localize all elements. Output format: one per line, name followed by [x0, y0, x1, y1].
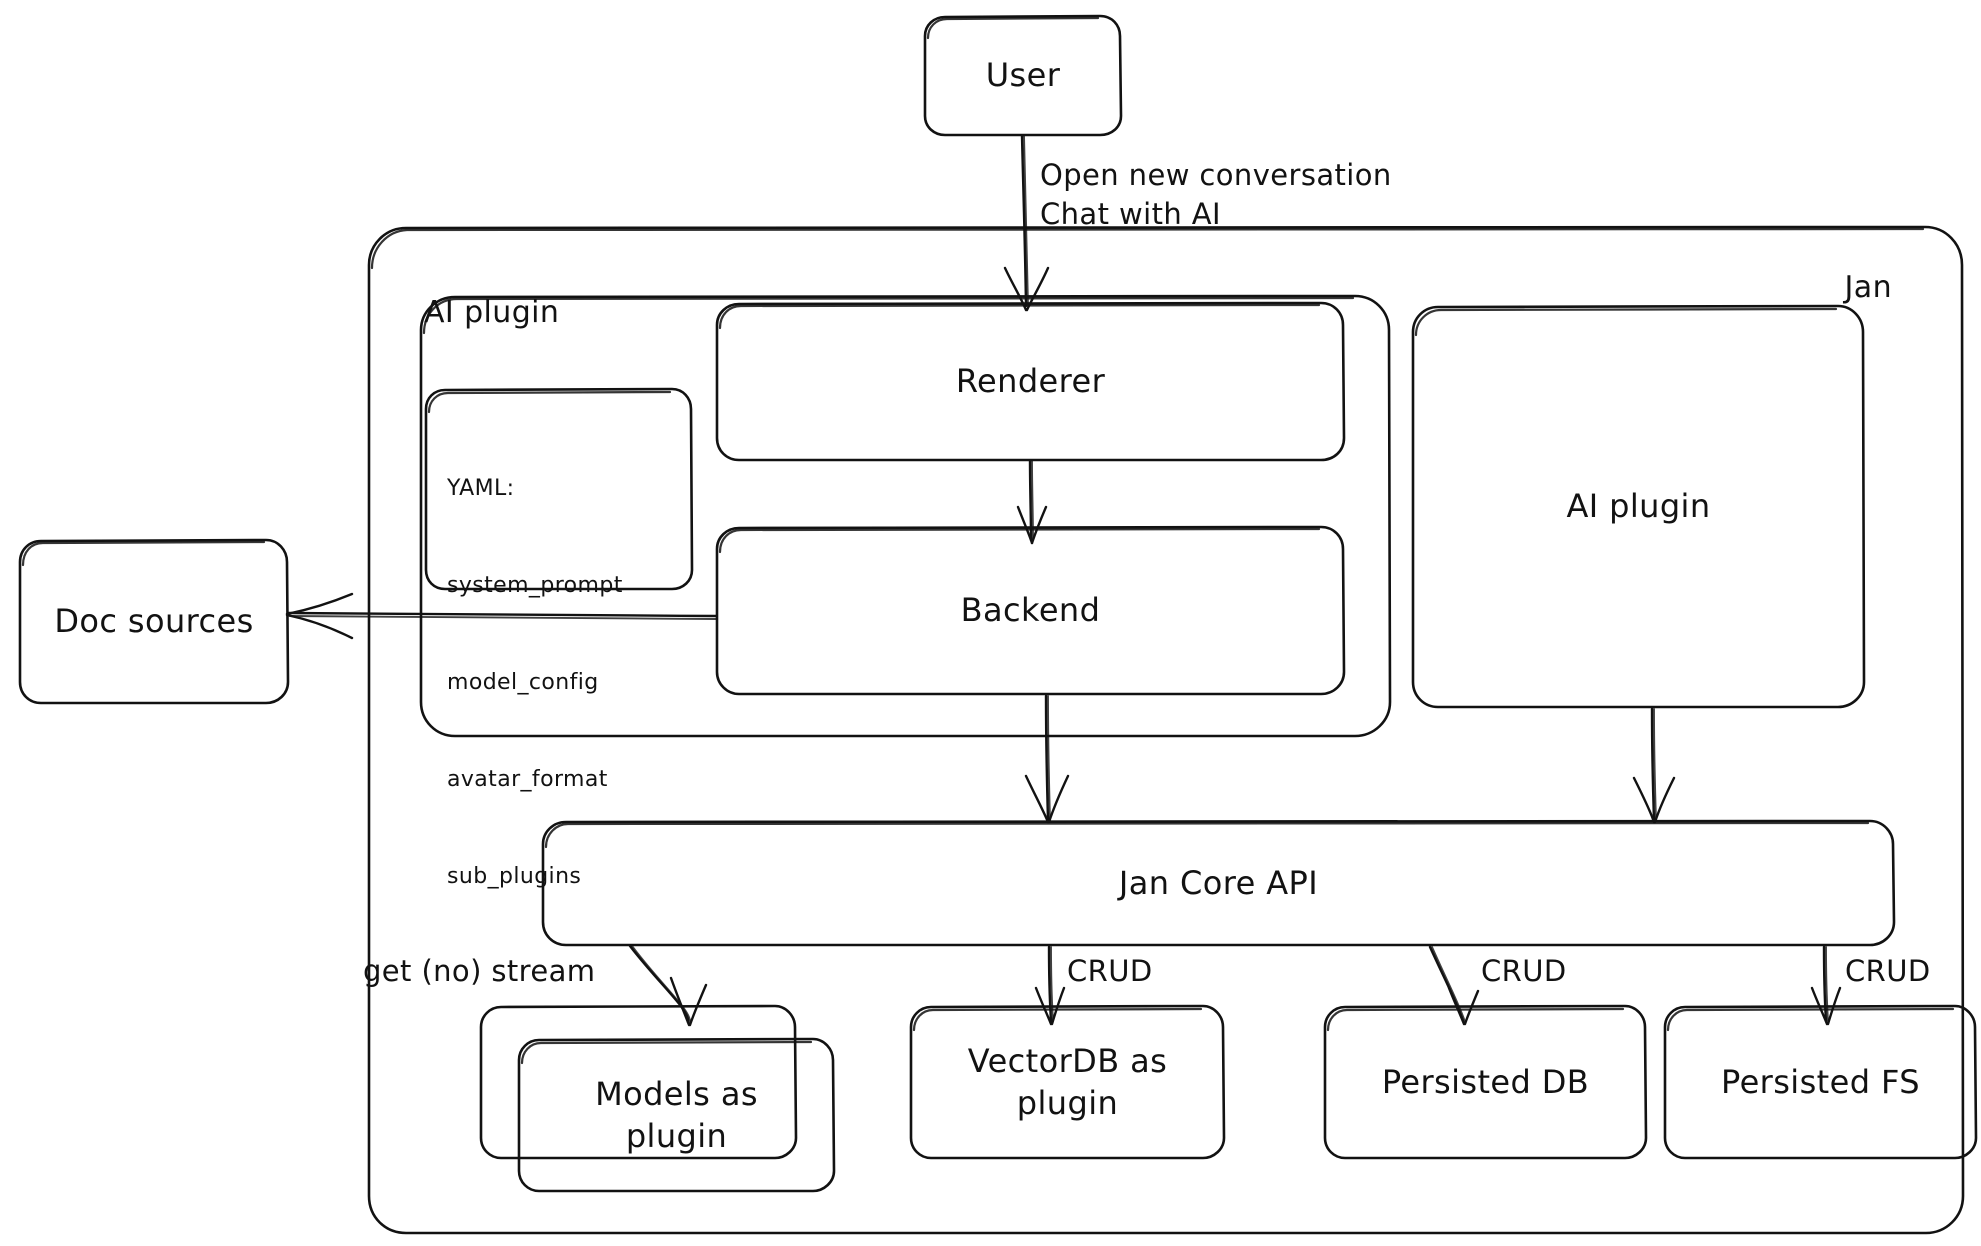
yaml-header: YAML:	[447, 475, 515, 501]
yaml-key-2: avatar_format	[447, 766, 608, 792]
edge-label-crud-persisted-fs: CRUD	[1845, 954, 1931, 988]
node-backend-label[interactable]: Backend	[960, 591, 1101, 630]
edge-label-crud-vectordb: CRUD	[1067, 954, 1153, 988]
node-renderer-shape	[715, 301, 1346, 462]
node-persisted-fs-label[interactable]: Persisted FS	[1721, 1062, 1920, 1101]
node-vectordb-plugin-shape	[909, 1004, 1226, 1160]
node-persisted-db-shape	[1323, 1004, 1648, 1160]
edge-ai-plugin-to-core-api	[1632, 707, 1676, 824]
yaml-key-1: model_config	[447, 669, 599, 695]
edge-label-line-1: Open new conversation Chat with AI	[1040, 158, 1392, 232]
node-doc-sources-shape	[18, 538, 290, 705]
container-jan-shape	[367, 225, 1965, 1235]
yaml-key-0: system_prompt	[447, 572, 623, 598]
node-ai-plugin-right-label[interactable]: AI plugin	[1566, 487, 1711, 526]
node-ai-plugin-right-shape	[1411, 304, 1866, 709]
node-renderer-label[interactable]: Renderer	[955, 362, 1106, 401]
node-jan-core-api-label[interactable]: Jan Core API	[1118, 863, 1319, 902]
edge-label-get-no-stream: get (no) stream	[363, 954, 596, 988]
node-user-label[interactable]: User	[985, 56, 1061, 95]
node-jan-core-api-shape	[541, 819, 1896, 947]
node-doc-sources-label[interactable]: Doc sources	[54, 602, 254, 641]
node-persisted-fs-shape	[1663, 1004, 1978, 1160]
node-backend-shape	[715, 525, 1346, 696]
edge-user-to-renderer	[1003, 134, 1050, 312]
yaml-card: YAML: system_prompt model_config avatar_…	[447, 408, 687, 958]
container-label-ai-plugin-group: AI plugin	[424, 295, 560, 330]
node-models-plugin-shape	[479, 1004, 836, 1193]
edge-backend-to-doc-sources	[285, 592, 718, 640]
container-label-jan: Jan	[1844, 270, 1892, 305]
edge-backend-to-core-api	[1024, 694, 1070, 824]
node-models-plugin-label[interactable]: Models as plugin	[595, 1074, 758, 1155]
edge-label-crud-persisted-db: CRUD	[1481, 954, 1567, 988]
yaml-key-3: sub_plugins	[447, 863, 582, 889]
node-user-shape	[923, 14, 1123, 137]
node-vectordb-plugin-label[interactable]: VectorDB as plugin	[967, 1041, 1168, 1122]
edge-label-user-to-renderer: Open new conversation Chat with AI	[1040, 156, 1392, 234]
container-ai-plugin-group-shape	[419, 294, 1392, 738]
node-yaml-card-shape	[424, 387, 694, 591]
node-persisted-db-label[interactable]: Persisted DB	[1381, 1062, 1590, 1101]
edge-core-api-to-models-plugin	[628, 944, 708, 1027]
